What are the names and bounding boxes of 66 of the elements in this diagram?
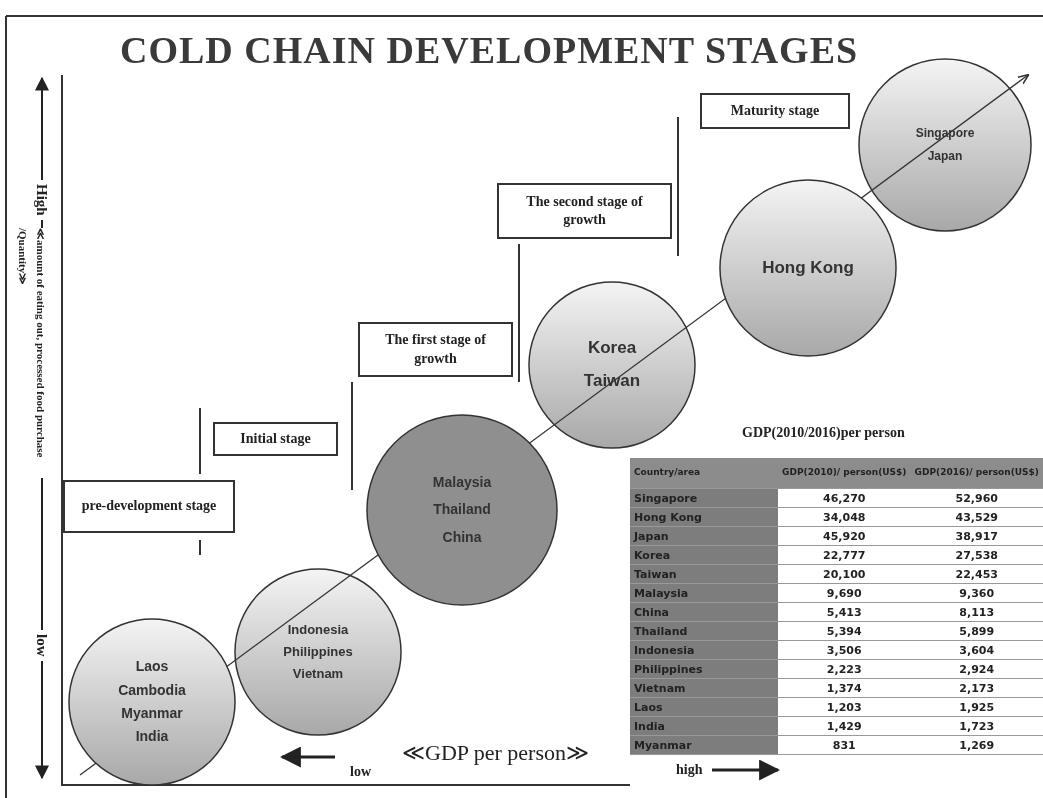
stage-label-box — [213, 422, 338, 456]
country-circle — [365, 413, 559, 607]
axis-label: high — [676, 762, 703, 778]
country-name: Thailand — [433, 502, 491, 518]
table-cell: 52,960 — [910, 488, 1043, 508]
table-cell: 5,899 — [910, 621, 1043, 641]
header-cell: GDP(2010)/ person(US$) — [778, 458, 911, 489]
header-cell: Country/area — [630, 458, 778, 489]
table-cell: 1,203 — [778, 697, 911, 717]
table-cell: 20,100 — [778, 564, 911, 584]
stage-label-box — [700, 93, 850, 129]
country-name: Vietnam — [292, 667, 344, 682]
country-name: Philippines — [283, 644, 353, 660]
country-name: Myanmar — [121, 706, 183, 722]
axis-label: High — [33, 180, 50, 220]
table-cell: 9,690 — [778, 583, 911, 603]
country-name: Hong Kong — [762, 258, 854, 278]
table-cell: 9,360 — [910, 583, 1043, 603]
country-circle — [718, 178, 898, 358]
country-circle — [233, 567, 403, 737]
table-cell: 2,223 — [778, 659, 911, 679]
country-name: Japan — [927, 150, 963, 164]
stage-label-box — [358, 322, 513, 377]
country-name: Malaysia — [432, 474, 492, 491]
country-circle — [67, 617, 237, 787]
country-circle — [857, 57, 1033, 233]
table-cell: 22,453 — [910, 564, 1043, 584]
stage-name: The second stage of growth — [525, 192, 644, 229]
country-name: China — [442, 529, 482, 546]
axis-label: low — [350, 764, 371, 780]
country-name: Korea — [587, 339, 637, 358]
table-cell: 1,374 — [778, 678, 911, 698]
header-cell: GDP(2016)/ person(US$) — [910, 458, 1043, 489]
stage-name: Initial stage — [240, 429, 311, 448]
table-cell: 1,925 — [910, 697, 1043, 717]
table-cell: 2,924 — [910, 659, 1043, 679]
country-name: Laos — [135, 659, 169, 675]
stage-label-box — [63, 480, 235, 533]
country-name: India — [135, 729, 169, 745]
stage-name: Maturity stage — [730, 101, 820, 120]
stage-name: The first stage of growth — [384, 331, 487, 368]
table-cell: 46,270 — [778, 488, 911, 508]
table-cell: 3,506 — [778, 640, 911, 660]
stage-name: pre-development stage — [81, 497, 217, 516]
table-cell: 34,048 — [778, 507, 911, 527]
country-circle — [527, 280, 697, 450]
table-cell: 831 — [778, 735, 911, 755]
table-cell: 1,429 — [778, 716, 911, 736]
table-cell: 43,529 — [910, 507, 1043, 527]
country-name: Indonesia — [287, 622, 349, 637]
country-name: Cambodia — [118, 682, 186, 698]
table-cell: 38,917 — [910, 526, 1043, 546]
table-cell: 22,777 — [778, 545, 911, 565]
stage-label-box — [497, 183, 672, 239]
table-cell: 2,173 — [910, 678, 1043, 698]
axis-title: ≪GDP per person≫ — [402, 740, 589, 766]
table-title: GDP(2010/2016)per person — [742, 425, 905, 441]
table-cell: 5,394 — [778, 621, 911, 641]
table-cell: 8,113 — [910, 602, 1043, 622]
table-cell: 45,920 — [778, 526, 911, 546]
title: COLD CHAIN DEVELOPMENT STAGES — [120, 28, 859, 72]
table-cell: 3,604 — [910, 640, 1043, 660]
table-cell: 1,269 — [910, 735, 1043, 755]
table-cell: 27,538 — [910, 545, 1043, 565]
table-cell: 5,413 — [778, 602, 911, 622]
table-cell: 1,723 — [910, 716, 1043, 736]
